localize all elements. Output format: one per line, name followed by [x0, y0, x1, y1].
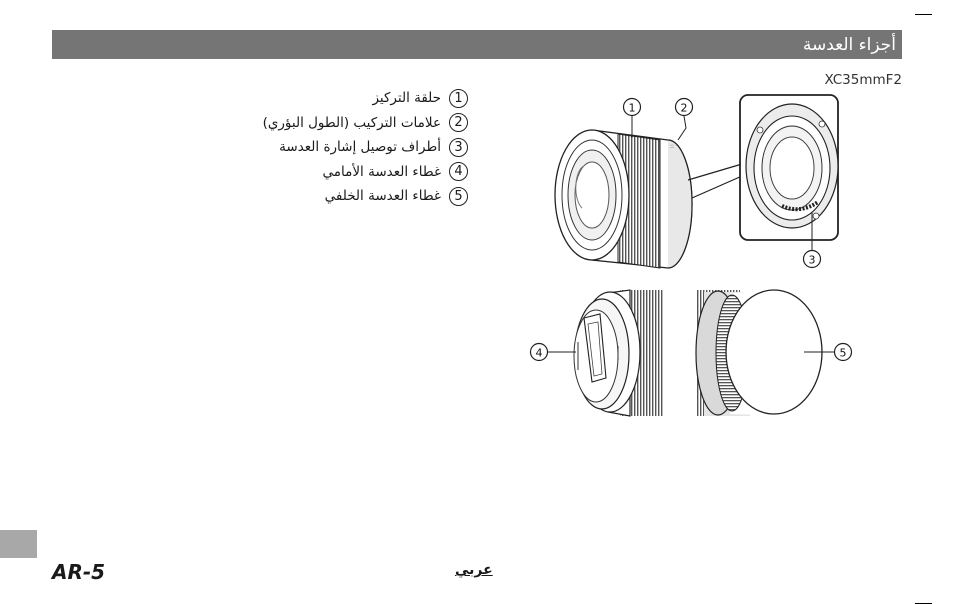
list-item: علامات التركيب (الطول البؤري) 2 — [240, 111, 468, 136]
leader-line — [691, 175, 743, 199]
section-title: أجزاء العدسة — [802, 34, 896, 55]
part-number-badge: 4 — [449, 162, 468, 182]
callout-2-label: 2 — [681, 102, 688, 115]
page-number: AR-5 — [52, 560, 106, 584]
list-item: حلقة التركيز 1 — [240, 86, 468, 111]
lens-body-drawing: :: · — [554, 129, 693, 269]
callout-5-circle — [833, 342, 853, 362]
parts-list: حلقة التركيز 1 علامات التركيب (الطول الب… — [240, 86, 468, 209]
rear-lens-cap-drawing — [695, 289, 823, 416]
part-number-badge: 2 — [449, 113, 468, 133]
lens-model-label: XC35mmF2 — [824, 72, 902, 88]
callout-5-label: 5 — [840, 347, 847, 360]
list-item: غطاء العدسة الخلفي 5 — [240, 184, 468, 209]
part-label: حلقة التركيز — [372, 90, 441, 107]
list-item: غطاء العدسة الأمامي 4 — [240, 160, 468, 185]
language-label: عربي — [455, 562, 493, 578]
list-item: أطراف توصيل إشارة العدسة 3 — [240, 135, 468, 160]
callout-4-circle — [529, 342, 549, 362]
callout-1-circle — [622, 97, 642, 117]
front-lens-cap-drawing — [573, 289, 663, 417]
part-label: علامات التركيب (الطول البؤري) — [262, 114, 441, 131]
part-number-badge: 5 — [449, 186, 468, 206]
leader-line — [687, 163, 743, 181]
crop-mark-top — [915, 14, 932, 15]
part-label: أطراف توصيل إشارة العدسة — [279, 139, 441, 156]
callout-3-circle — [802, 249, 822, 269]
callout-2-circle — [674, 97, 694, 117]
lens-parts-illustration: :: · 1 2 3 4 — [529, 94, 853, 417]
part-number-badge: 3 — [449, 137, 468, 157]
callout-3-label: 3 — [809, 254, 816, 267]
language-side-tab — [0, 530, 37, 558]
callout-1-label: 1 — [629, 102, 636, 115]
callout-4-label: 4 — [536, 347, 543, 360]
callout-leader — [677, 115, 687, 141]
part-label: غطاء العدسة الأمامي — [322, 163, 441, 180]
svg-text::: ·: :: · — [670, 143, 678, 150]
part-label: غطاء العدسة الخلفي — [324, 188, 441, 205]
section-header: أجزاء العدسة — [52, 30, 902, 59]
lens-mount-inset — [739, 94, 839, 241]
part-number-badge: 1 — [449, 88, 468, 108]
